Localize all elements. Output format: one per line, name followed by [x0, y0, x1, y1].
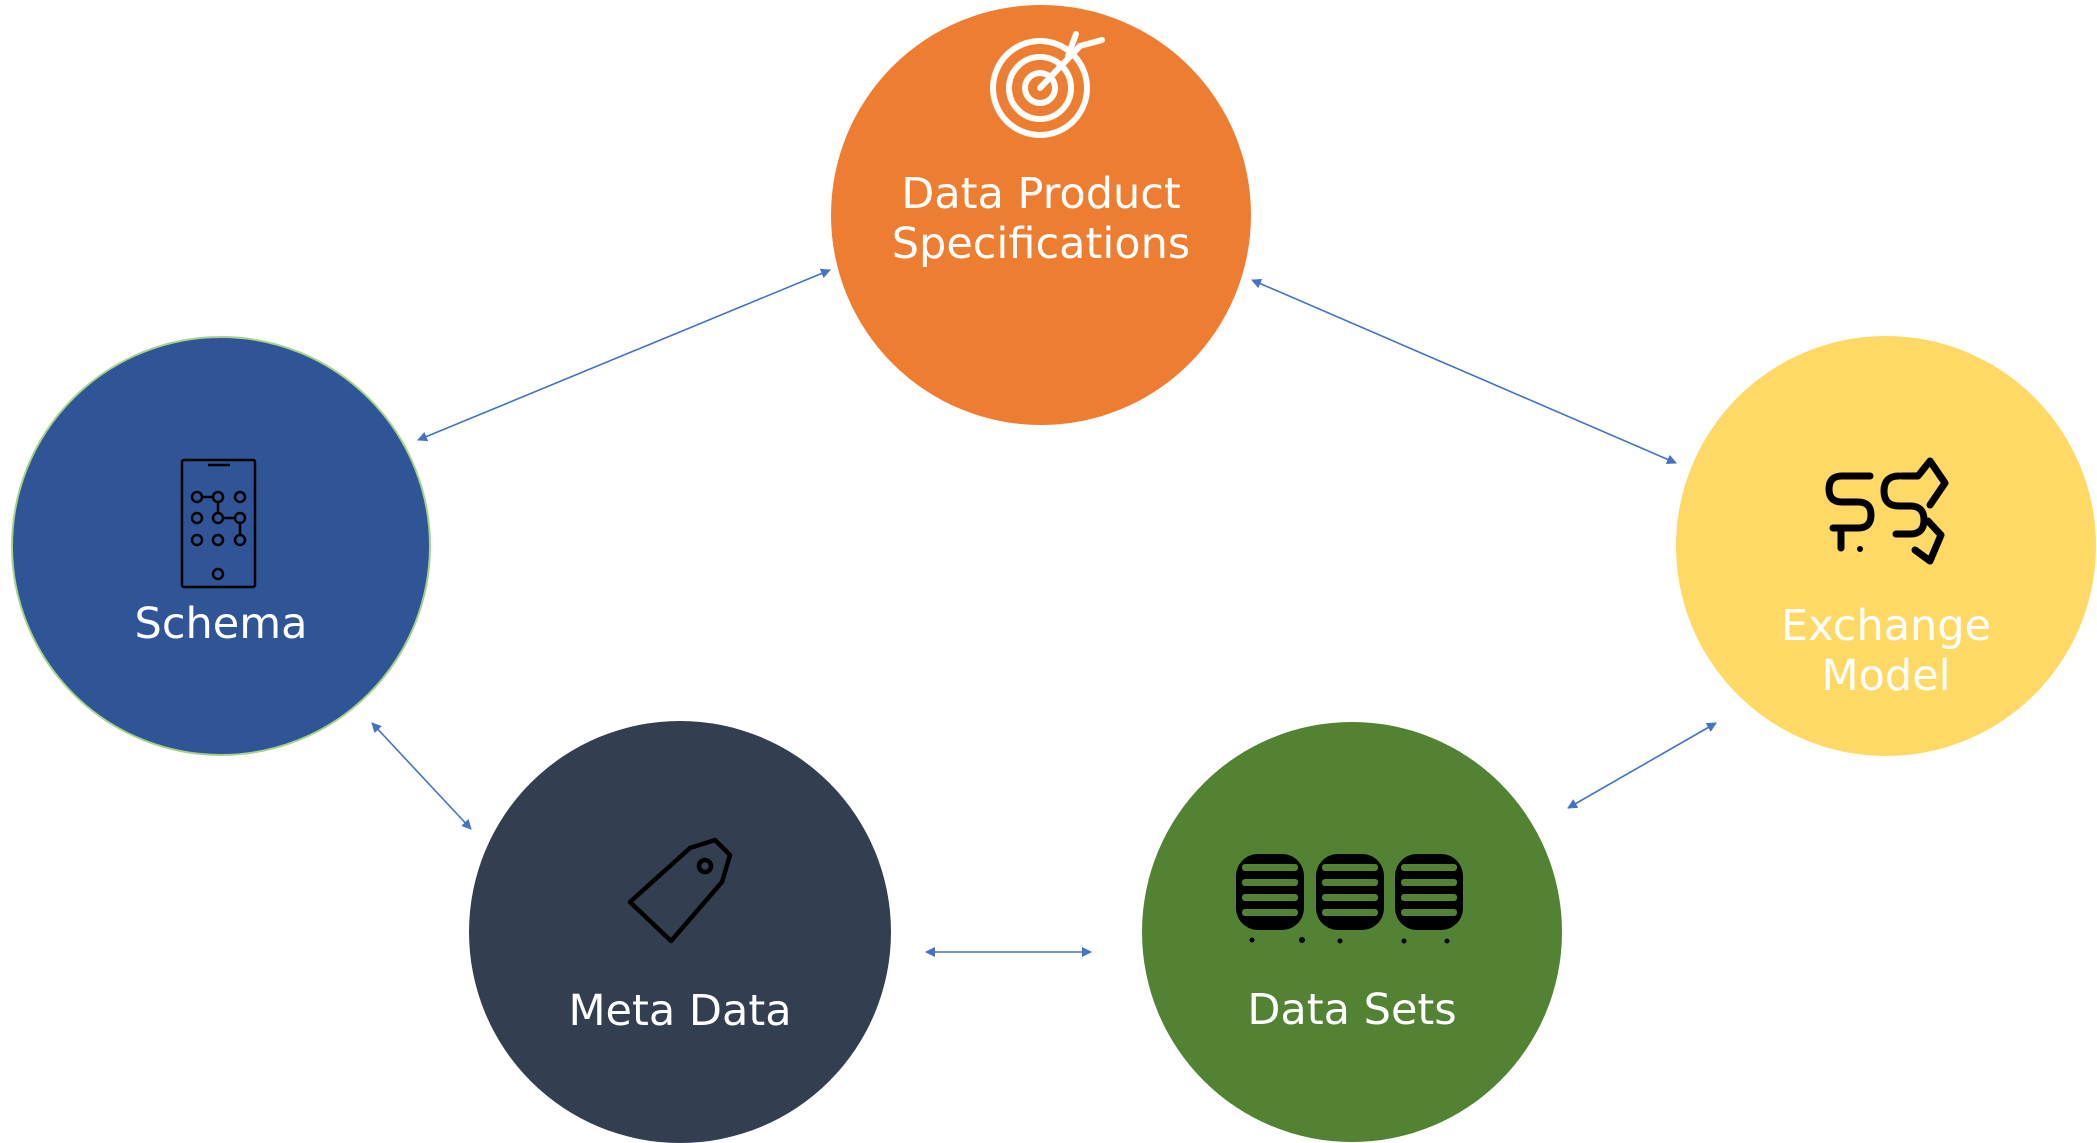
node-label-data-sets: Data Sets	[1247, 985, 1456, 1035]
node-circle-data-sets	[1142, 722, 1562, 1142]
node-data-product-specifications: Data Product Specifications	[831, 5, 1251, 425]
node-label-schema: Schema	[135, 599, 308, 649]
node-label-exchange-model-line2: Model	[1821, 651, 1950, 701]
node-schema: Schema	[11, 336, 431, 756]
database-stack-icon	[1236, 854, 1463, 944]
target-icon	[990, 31, 1105, 138]
connector-specs-schema	[417, 268, 831, 442]
node-circle-schema	[11, 336, 431, 756]
keypad-phone-icon	[180, 458, 257, 589]
node-label-exchange-model-line1: Exchange	[1781, 601, 1991, 651]
node-label-meta-data: Meta Data	[568, 986, 791, 1036]
node-exchange-model: Exchange Model	[1676, 336, 2096, 756]
connector-schema-metadata	[371, 722, 472, 830]
node-circle-exchange-model	[1676, 336, 2096, 756]
node-circle-data-product-specifications	[831, 5, 1251, 425]
node-data-sets: Data Sets	[1142, 722, 1562, 1142]
node-meta-data: Meta Data	[469, 721, 891, 1143]
connector-specs-exchange	[1251, 278, 1677, 465]
node-label-data-product-specifications-line2: Specifications	[892, 219, 1190, 269]
tag-icon	[627, 837, 733, 944]
connector-datasets-exchange	[1567, 722, 1717, 809]
exchange-dot-icon	[1857, 546, 1863, 552]
exchange-arrows-icon	[1825, 457, 1949, 565]
node-label-data-product-specifications-line1: Data Product	[901, 169, 1181, 219]
